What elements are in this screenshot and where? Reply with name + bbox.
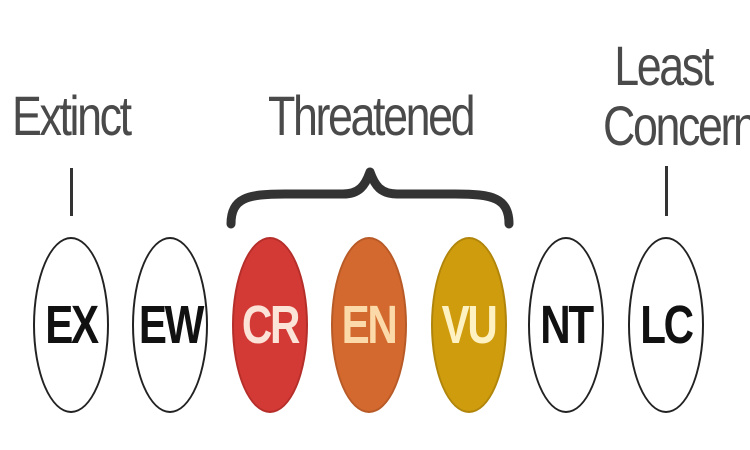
status-badge-lc: LC [628, 237, 704, 413]
status-badge-cr: CR [232, 237, 308, 413]
status-code-en: EN [342, 295, 398, 355]
status-badge-vu: VU [431, 237, 507, 413]
status-badge-ew: EW [132, 237, 208, 413]
status-badge-ex: EX [33, 237, 109, 413]
status-code-vu: VU [442, 295, 498, 355]
status-code-ex: EX [45, 295, 99, 355]
group-label-least-concern-line2: Concern [603, 94, 750, 157]
group-label-threatened: Threatened [268, 84, 476, 147]
threatened-brace [226, 167, 514, 229]
extinct-connector-line [70, 168, 73, 216]
group-label-least-concern-line1: Least [614, 34, 714, 97]
status-badge-en: EN [331, 237, 407, 413]
status-code-cr: CR [241, 295, 301, 355]
status-code-nt: NT [540, 295, 594, 355]
group-label-least-concern: Least Concern [603, 34, 750, 157]
group-label-extinct: Extinct [12, 84, 132, 147]
status-code-ew: EW [138, 295, 204, 355]
least-concern-connector-line [665, 166, 668, 216]
status-badge-nt: NT [528, 237, 604, 413]
status-code-lc: LC [640, 295, 694, 355]
